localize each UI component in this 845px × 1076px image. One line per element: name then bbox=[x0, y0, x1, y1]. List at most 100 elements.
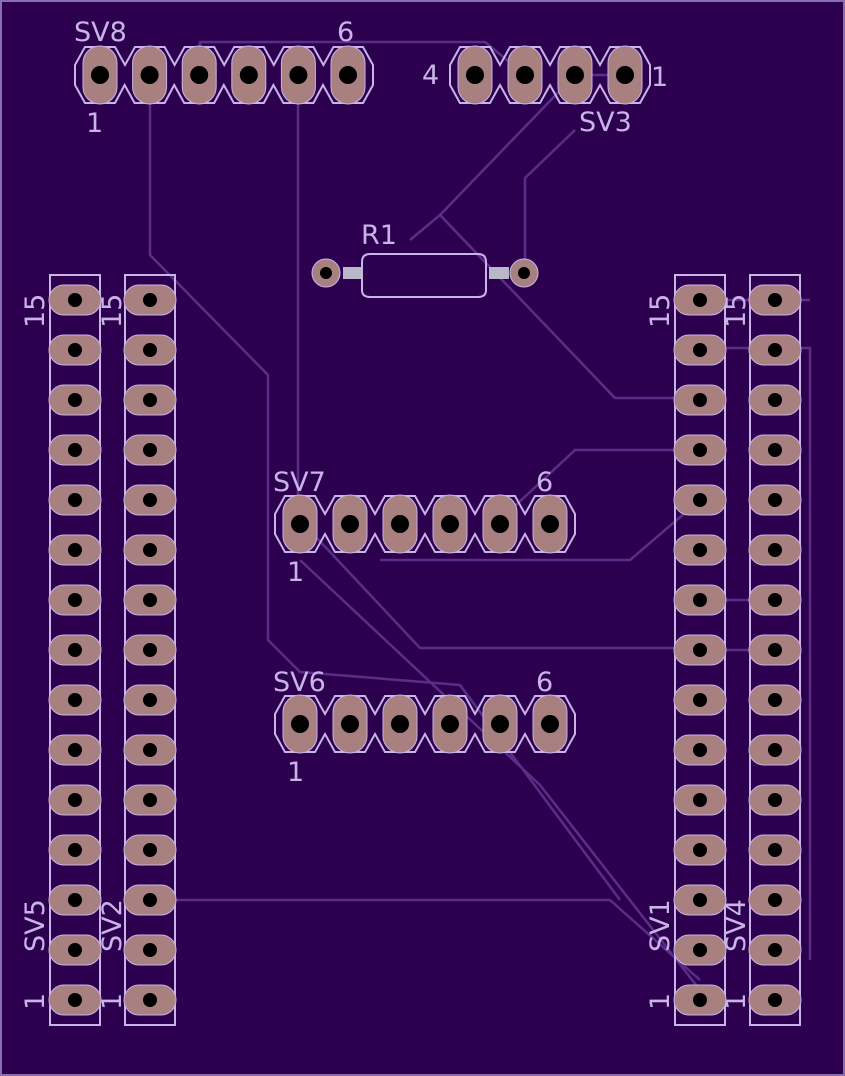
sv5-drill-hole bbox=[68, 843, 82, 857]
sv5-drill-hole bbox=[68, 893, 82, 907]
sv4-drill-hole bbox=[768, 593, 782, 607]
sv3-drill-hole bbox=[566, 66, 584, 84]
sv1-drill-hole bbox=[693, 743, 707, 757]
sv6-pin-high-label: 6 bbox=[536, 667, 553, 698]
sv6-drill-hole bbox=[341, 715, 359, 733]
sv1-pin-low-label: 1 bbox=[645, 993, 676, 1010]
sv7-drill-hole bbox=[441, 515, 459, 533]
sv4-drill-hole bbox=[768, 743, 782, 757]
sv5-drill-hole bbox=[68, 543, 82, 557]
sv6-drill-hole bbox=[441, 715, 459, 733]
sv1-drill-hole bbox=[693, 543, 707, 557]
sv4-drill-hole bbox=[768, 643, 782, 657]
sv7-drill-hole bbox=[291, 515, 309, 533]
sv2-drill-hole bbox=[143, 643, 157, 657]
sv5-drill-hole bbox=[68, 293, 82, 307]
sv2-drill-hole bbox=[143, 943, 157, 957]
sv1-drill-hole bbox=[693, 993, 707, 1007]
silkscreen-labels: SV8 6 1 4 1 SV3 R1 SV7 6 1 SV6 6 1 15 SV… bbox=[20, 17, 752, 1010]
sv8-drill-hole bbox=[289, 66, 308, 84]
sv2-drill-hole bbox=[143, 793, 157, 807]
sv5-drill-hole bbox=[68, 393, 82, 407]
sv2-drill-hole bbox=[143, 843, 157, 857]
sv8-drill-hole bbox=[91, 66, 109, 84]
sv4-drill-hole bbox=[768, 343, 782, 357]
sv8-pin-high-label: 6 bbox=[337, 17, 354, 48]
sv5-drill-hole bbox=[68, 943, 82, 957]
sv2-drill-hole bbox=[143, 893, 157, 907]
sv3-header bbox=[449, 45, 651, 105]
sv5-drill-hole bbox=[68, 693, 82, 707]
sv6-drill-hole bbox=[291, 715, 309, 733]
sv4-drill-hole bbox=[768, 493, 782, 507]
resistor-lead-left bbox=[343, 267, 363, 279]
sv6-drill-hole bbox=[541, 715, 559, 733]
sv6-label: SV6 bbox=[273, 667, 326, 698]
sv1-drill-hole bbox=[693, 393, 707, 407]
sv4-drill-hole bbox=[768, 293, 782, 307]
sv5-drill-hole bbox=[68, 493, 82, 507]
resistor-drill-left bbox=[320, 267, 332, 279]
sv8-drill-hole bbox=[140, 66, 159, 84]
sv2-label: SV2 bbox=[97, 899, 128, 952]
sv6-drill-hole bbox=[491, 715, 509, 733]
resistor-lead-right bbox=[489, 267, 509, 279]
sv1-drill-hole bbox=[693, 443, 707, 457]
sv4-drill-hole bbox=[768, 843, 782, 857]
sv4-drill-hole bbox=[768, 793, 782, 807]
sv4-label: SV4 bbox=[721, 899, 752, 952]
trace bbox=[700, 346, 812, 960]
sv8-outline bbox=[74, 46, 374, 104]
sv3-pin-high-label: 4 bbox=[422, 60, 439, 91]
sv5-drill-hole bbox=[68, 593, 82, 607]
trace bbox=[299, 559, 701, 991]
sv3-drill-hole bbox=[516, 66, 534, 84]
sv4-pin-low-label: 1 bbox=[721, 993, 752, 1010]
resistor-body bbox=[361, 253, 487, 298]
sv1-drill-hole bbox=[693, 693, 707, 707]
sv5-header bbox=[48, 274, 102, 1026]
sv2-drill-hole bbox=[143, 693, 157, 707]
sv1-header bbox=[673, 274, 727, 1026]
sv8-label: SV8 bbox=[74, 17, 127, 48]
sv6-drill-hole bbox=[391, 715, 409, 733]
sv7-pin-low-label: 1 bbox=[287, 557, 304, 588]
sv5-drill-hole bbox=[68, 643, 82, 657]
sv2-pin-high-label: 15 bbox=[97, 294, 128, 328]
pin-headers bbox=[48, 45, 802, 1026]
sv5-pin-high-label: 15 bbox=[20, 294, 51, 328]
sv8-header bbox=[74, 45, 374, 105]
sv8-drill-hole bbox=[190, 66, 209, 84]
sv8-drill-hole bbox=[239, 66, 258, 84]
sv6-pin-low-label: 1 bbox=[287, 757, 304, 788]
sv1-drill-hole bbox=[693, 593, 707, 607]
sv4-pin-high-label: 15 bbox=[721, 294, 752, 328]
sv4-drill-hole bbox=[768, 993, 782, 1007]
trace bbox=[148, 75, 622, 901]
sv1-drill-hole bbox=[693, 643, 707, 657]
sv1-drill-hole bbox=[693, 343, 707, 357]
sv6-header bbox=[274, 694, 576, 754]
sv2-drill-hole bbox=[143, 343, 157, 357]
sv1-label: SV1 bbox=[645, 899, 676, 952]
sv1-pin-high-label: 15 bbox=[645, 294, 676, 328]
r1-label: R1 bbox=[361, 220, 397, 251]
sv7-pin-high-label: 6 bbox=[536, 467, 553, 498]
sv1-drill-hole bbox=[693, 793, 707, 807]
sv7-header bbox=[274, 494, 576, 554]
sv5-drill-hole bbox=[68, 993, 82, 1007]
sv4-drill-hole bbox=[768, 543, 782, 557]
sv2-drill-hole bbox=[143, 293, 157, 307]
sv5-pin-low-label: 1 bbox=[20, 993, 51, 1010]
sv7-drill-hole bbox=[391, 515, 409, 533]
sv1-drill-hole bbox=[693, 293, 707, 307]
sv1-drill-hole bbox=[693, 943, 707, 957]
sv1-drill-hole bbox=[693, 493, 707, 507]
sv2-drill-hole bbox=[143, 443, 157, 457]
sv2-drill-hole bbox=[143, 593, 157, 607]
sv2-pin-low-label: 1 bbox=[97, 993, 128, 1010]
sv5-drill-hole bbox=[68, 743, 82, 757]
sv2-drill-hole bbox=[143, 743, 157, 757]
sv1-drill-hole bbox=[693, 843, 707, 857]
